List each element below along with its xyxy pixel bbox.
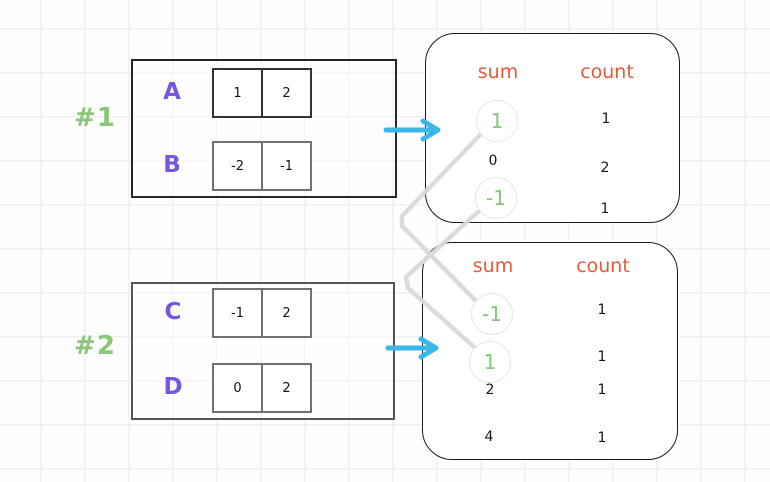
array-cell: -1 — [261, 141, 312, 191]
array-cell: 0 — [212, 363, 263, 413]
count-value: 1 — [597, 302, 607, 318]
array-name-b: B — [163, 152, 181, 178]
example-1-label: #1 — [74, 103, 116, 133]
result-table-1: sum count 1 0 2 1 — [425, 33, 680, 223]
array-cell: -2 — [212, 141, 263, 191]
count-value: 1 — [597, 382, 607, 398]
array-cell: 2 — [261, 68, 312, 118]
count-value: 1 — [597, 430, 607, 446]
count-value: 1 — [600, 201, 610, 217]
array-cell: 1 — [212, 68, 263, 118]
array-a-cells: 1 2 — [212, 68, 312, 118]
sum-header: sum — [477, 61, 519, 83]
array-name-c: C — [164, 299, 182, 325]
array-name-d: D — [163, 374, 183, 400]
array-name-a: A — [163, 79, 181, 105]
array-cell: 2 — [261, 363, 312, 413]
array-cell: 2 — [261, 288, 312, 338]
sum-header: sum — [472, 255, 514, 277]
result-table-2: sum count 1 1 2 1 4 1 — [422, 242, 678, 460]
count-value: 2 — [600, 160, 610, 176]
array-c-cells: -1 2 — [212, 288, 312, 338]
array-cell: -1 — [212, 288, 263, 338]
count-value: 1 — [601, 111, 611, 127]
highlight-circle-sum: -1 — [471, 293, 513, 335]
highlight-circle-sum: -1 — [475, 177, 517, 219]
sum-value: 4 — [484, 429, 494, 445]
sum-value: 2 — [485, 382, 495, 398]
highlight-circle-sum: 1 — [469, 341, 511, 383]
count-header: count — [576, 255, 630, 277]
count-header: count — [580, 61, 634, 83]
count-value: 1 — [597, 349, 607, 365]
array-b-cells: -2 -1 — [212, 141, 312, 191]
array-d-cells: 0 2 — [212, 363, 312, 413]
sum-value: 0 — [488, 153, 498, 169]
example-2-label: #2 — [74, 331, 116, 361]
highlight-circle-sum: 1 — [476, 100, 518, 142]
